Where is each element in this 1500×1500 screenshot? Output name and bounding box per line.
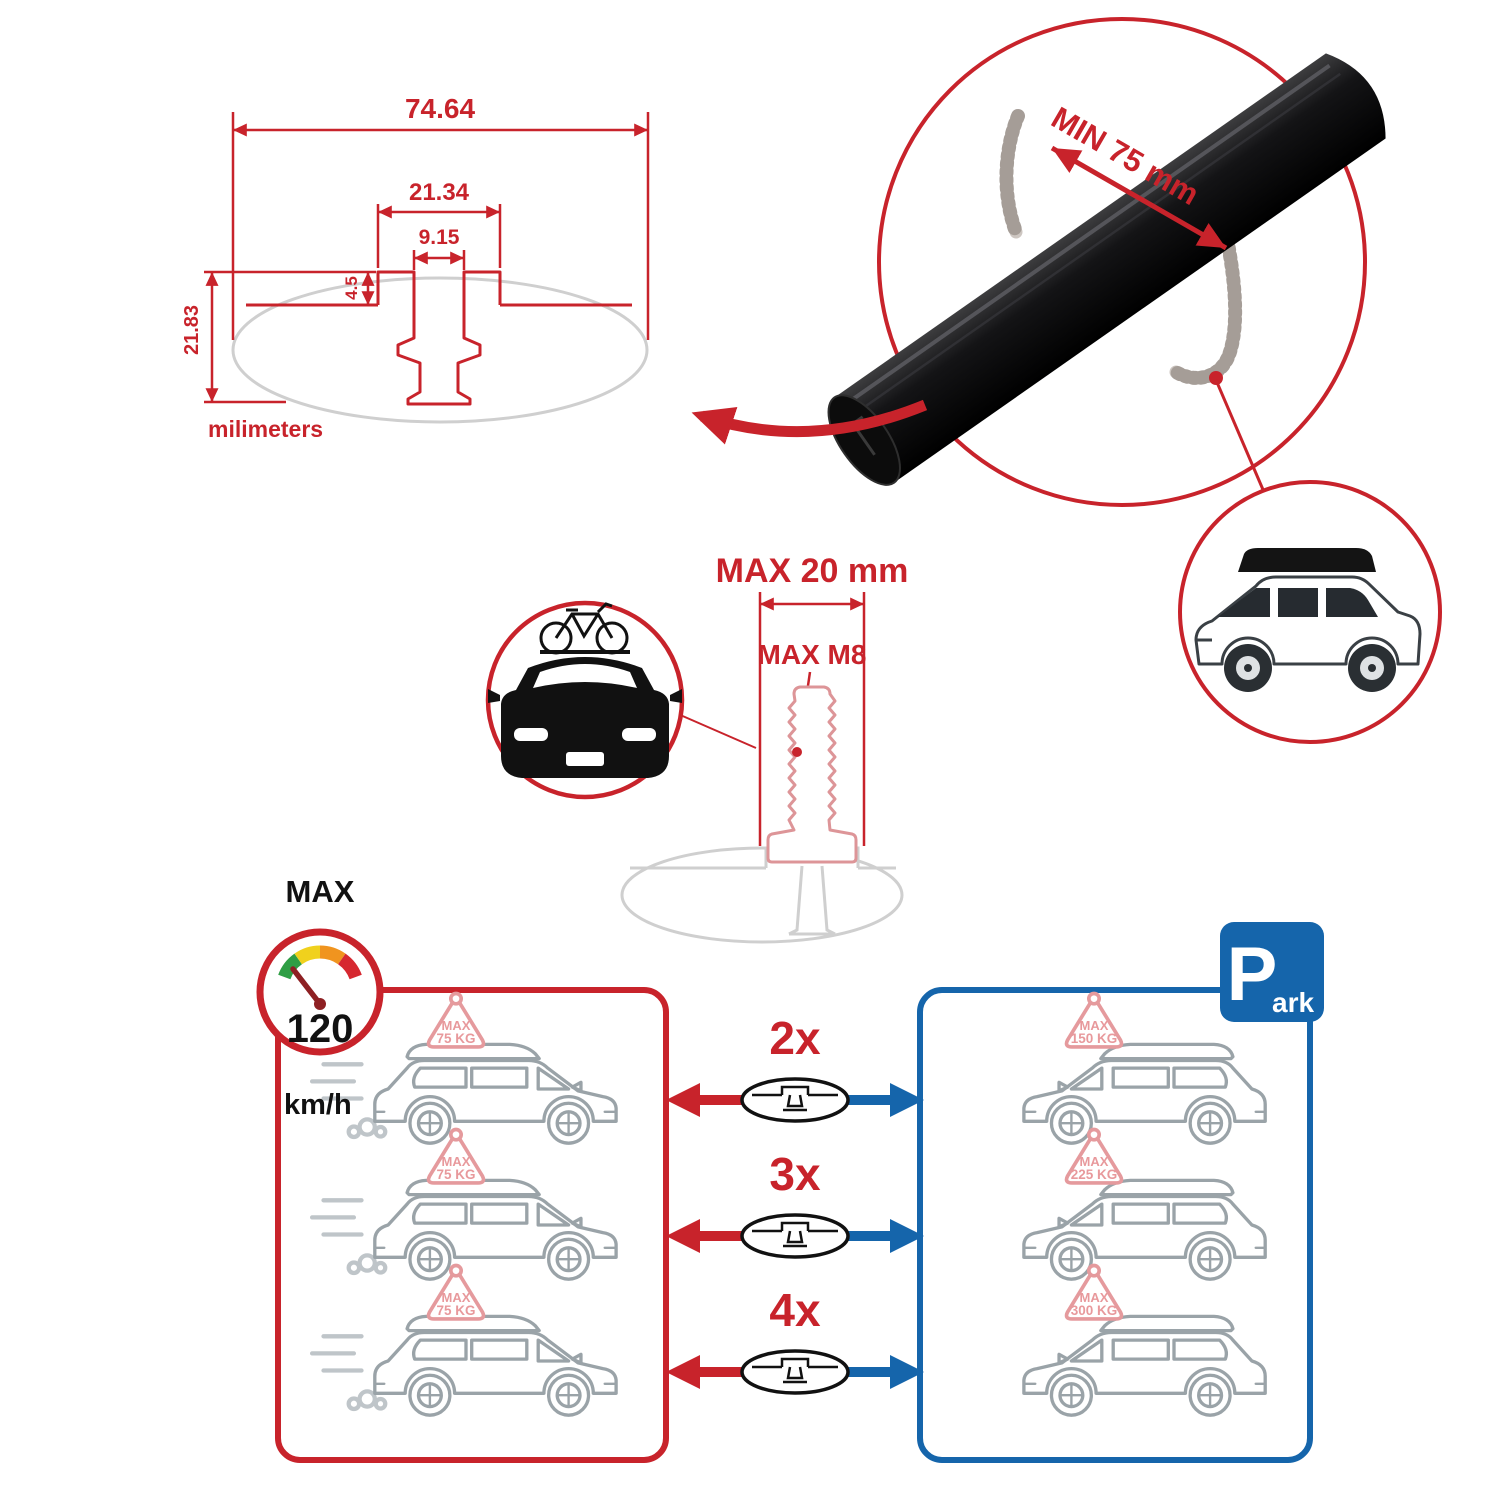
crossbar-section-profile	[752, 1221, 838, 1248]
t-bolt-illustration	[766, 685, 858, 864]
roof-box	[1238, 548, 1376, 572]
connector-to-suv-circle	[1214, 379, 1266, 493]
gauge-dial	[278, 945, 362, 980]
load-label-line2: 300 KG	[1071, 1303, 1118, 1318]
quantity-row-2: 3x	[666, 1148, 924, 1259]
arrow-right-icon	[890, 1355, 924, 1389]
gauge-needle-pivot	[314, 998, 326, 1010]
u-bolt-left-icon	[999, 109, 1025, 239]
quantity-label: 2x	[769, 1012, 821, 1064]
driving-car-row-3: MAX 75 KG	[312, 1263, 618, 1417]
parking-car-row-2: MAX 225 KG	[1022, 1127, 1267, 1281]
crossbar-body	[834, 53, 1386, 483]
suv-rear-hub	[1368, 664, 1376, 672]
speed-gauge: MAX 120 km/h	[256, 874, 384, 1121]
callout-dot	[1209, 371, 1223, 385]
dimension-lines	[204, 112, 650, 404]
total-height-value: 21.83	[181, 305, 203, 355]
t-slot-profile-outline	[246, 270, 632, 406]
load-label-line2: 75 KG	[436, 1167, 475, 1182]
headlight-left	[514, 728, 548, 741]
crossbar-section-profile	[752, 1085, 838, 1112]
park-sign-initial: P	[1227, 932, 1278, 1017]
max-width-label: MAX 20 mm	[716, 552, 909, 590]
crossbar-section-profile	[752, 1357, 838, 1384]
arrow-left-icon	[666, 1083, 700, 1117]
parking-car-row-1: MAX 150 KG	[1022, 991, 1267, 1145]
total-width-value: 74.64	[405, 93, 475, 124]
windshield	[533, 664, 637, 688]
max-thread-label: MAX M8	[758, 639, 867, 670]
park-sign-rest: ark	[1272, 987, 1314, 1018]
crossbar-section-icon	[740, 1077, 850, 1123]
load-label-line1: MAX	[442, 1290, 471, 1305]
quantity-label: 3x	[769, 1148, 821, 1200]
crossbar-detail-circle: MIN 75 mm	[827, 17, 1386, 507]
load-label-line2: 75 KG	[436, 1303, 475, 1318]
car-front-bike-circle	[485, 600, 685, 800]
load-label-line1: MAX	[442, 1018, 471, 1033]
min-span-arrow	[1050, 145, 1228, 251]
load-label-line2: 225 KG	[1071, 1167, 1118, 1182]
channel-width-value: 21.34	[409, 179, 470, 206]
bolt-diagram: MAX 20 mm MAX M8	[620, 552, 909, 944]
license-plate	[566, 752, 604, 766]
suv-front-hub	[1244, 664, 1252, 672]
car-front-icon	[488, 657, 682, 778]
load-label-line1: MAX	[1080, 1018, 1109, 1033]
bolt-profile-gray	[620, 846, 904, 944]
crossbar-section-icon	[740, 1213, 850, 1259]
gauge-title: MAX	[286, 874, 355, 909]
arrow-right-icon	[890, 1083, 924, 1117]
load-label-line2: 150 KG	[1071, 1031, 1118, 1046]
driving-car-row-1: MAX 75 KG	[312, 991, 618, 1145]
bar-ellipse-outline	[231, 276, 649, 424]
arrow-left-icon	[666, 1355, 700, 1389]
park-sign: P ark	[1220, 922, 1324, 1022]
load-label-line1: MAX	[442, 1154, 471, 1169]
lip-depth-value: 4.5	[342, 276, 361, 300]
slot-width-value: 9.15	[419, 226, 460, 249]
bike-icon	[539, 602, 629, 655]
arrow-left-icon	[666, 1219, 700, 1253]
u-bolt-right-icon	[1169, 217, 1243, 385]
gauge-unit: km/h	[284, 1089, 352, 1121]
suv-rear-window	[1326, 588, 1378, 617]
headlight-right	[622, 728, 656, 741]
quantity-row-3: 4x	[666, 1284, 924, 1395]
unit-label: milimeters	[208, 416, 323, 442]
arrow-right-icon	[890, 1219, 924, 1253]
gauge-needle	[290, 966, 323, 1007]
load-label-line1: MAX	[1080, 1154, 1109, 1169]
pointer-arrow-to-profile	[691, 399, 928, 445]
connector-to-bolt	[677, 713, 757, 749]
driving-car-row-2: MAX 75 KG	[312, 1127, 618, 1281]
suv-illustration	[1194, 548, 1422, 692]
load-label-line2: 75 KG	[436, 1031, 475, 1046]
parking-car-row-3: MAX 300 KG	[1022, 1263, 1267, 1417]
suv-mid-window	[1278, 588, 1318, 617]
park-sign-background	[1220, 922, 1324, 1022]
gauge-value: 120	[287, 1007, 354, 1051]
load-label-line1: MAX	[1080, 1290, 1109, 1305]
suv-front-window	[1218, 588, 1270, 617]
suv-roofbox-circle	[1178, 480, 1442, 744]
quantity-label: 4x	[769, 1284, 821, 1336]
profile-dimension-diagram: 74.64 21.34 9.15 4.5 21.83 milimeters	[181, 93, 650, 442]
quantity-row-1: 2x	[666, 1012, 924, 1123]
thread-callout-dot	[792, 747, 802, 757]
crossbar-section-icon	[740, 1349, 850, 1395]
